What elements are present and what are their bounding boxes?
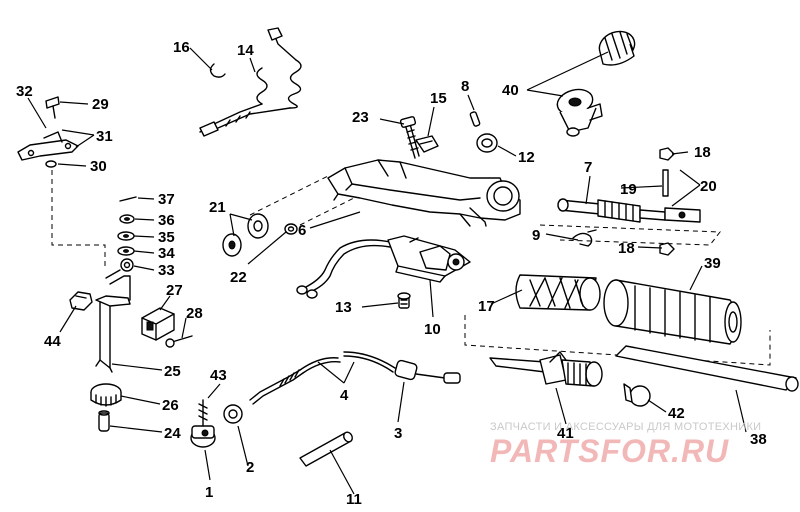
callout-25: 25: [164, 363, 181, 380]
callout-2: 2: [246, 459, 254, 476]
callout-1: 1: [205, 484, 213, 501]
watermark-tagline: ЗАПЧАСТИ И АКСЕССУАРЫ ДЛЯ МОТОТЕХНИКИ: [490, 421, 761, 433]
callout-43: 43: [210, 367, 227, 384]
callout-28: 28: [186, 305, 203, 322]
callout-15: 15: [430, 90, 447, 107]
callout-44: 44: [44, 333, 61, 350]
part-40-throttle-grip-parts: [556, 30, 636, 137]
part-11-pin: [299, 431, 353, 467]
watermark-brand: PARTSFOR.RU: [490, 433, 729, 469]
part-19-pin: [662, 169, 669, 197]
callout-37: 37: [158, 191, 175, 208]
part-22-nut: [284, 223, 298, 235]
part-30-washer: [45, 160, 57, 168]
part-26-gear: [90, 383, 122, 407]
part-4-control-cable: [249, 351, 396, 405]
part-8-pin: [469, 111, 481, 127]
part-24-spacer: [98, 410, 110, 432]
part-6-tiller-arm: [327, 159, 521, 227]
callout-22: 22: [230, 269, 247, 286]
part-7-throttle-shaft: [557, 198, 701, 223]
part-29-screw: [45, 96, 60, 119]
callout-11: 11: [346, 491, 362, 508]
callout-24: 24: [164, 425, 181, 442]
part-16-clip: [209, 63, 226, 78]
callout-40: 40: [502, 82, 519, 99]
callout-32: 32: [16, 83, 33, 100]
part-12-bushing: [476, 133, 498, 153]
part-25-shift-lever: [95, 269, 131, 373]
part-35-washer: [117, 231, 135, 241]
part-9-spring-clip: [572, 229, 597, 247]
part-44-clip: [69, 291, 93, 311]
leader-lines: [27, 47, 747, 495]
part-13-screw: [397, 292, 411, 309]
callout-10: 10: [424, 321, 441, 338]
part-14-kill-switch-lanyard: [199, 27, 302, 137]
callout-27: 27: [166, 282, 183, 299]
callout-29: 29: [92, 96, 109, 113]
part-23-bolt: [399, 116, 420, 159]
callout-35: 35: [158, 229, 175, 246]
part-17-grip-insert: [515, 274, 601, 311]
part-3-cable-end: [394, 359, 461, 384]
part-42-plug: [623, 383, 651, 407]
callout-36: 36: [158, 212, 175, 229]
part-15-plate: [415, 135, 439, 153]
part-41-friction-adjuster: [489, 351, 603, 387]
part-31-bracket: [17, 131, 79, 161]
callout-21: 21: [209, 199, 226, 216]
part-39-throttle-grip: [603, 279, 742, 345]
callout-labels: 1 2 3 4 6 7 8 9 10 11 12 13 14 15 16 17 …: [16, 39, 767, 508]
callout-30: 30: [90, 158, 107, 175]
callout-42: 42: [668, 405, 685, 422]
part-1-lever-knob: [190, 425, 216, 448]
callout-14: 14: [237, 42, 254, 59]
callout-33: 33: [158, 262, 175, 279]
callout-19: 19: [620, 181, 637, 198]
callout-3: 3: [394, 425, 402, 442]
callout-12: 12: [518, 149, 535, 166]
switch-wires: [296, 239, 391, 299]
callout-34: 34: [158, 245, 175, 262]
part-38-tube: [615, 345, 799, 392]
callout-18b: 18: [618, 240, 635, 257]
callout-6: 6: [298, 222, 306, 239]
part-2-bushing: [223, 404, 243, 424]
part-37-pin: [119, 196, 137, 202]
part-21-washer: [222, 213, 269, 257]
part-28-screw: [165, 335, 193, 348]
callout-26: 26: [162, 397, 179, 414]
part-27-block: [141, 307, 175, 341]
callout-31: 31: [96, 128, 113, 145]
part-18-nut: [659, 147, 675, 256]
callout-16: 16: [173, 39, 190, 56]
callout-20: 20: [700, 178, 717, 195]
part-33-nut: [120, 258, 134, 272]
part-43-stud: [198, 399, 208, 427]
part-34-washer: [117, 246, 135, 256]
callout-9: 9: [532, 227, 540, 244]
callout-8: 8: [461, 78, 469, 95]
callout-18a: 18: [694, 144, 711, 161]
callout-39: 39: [704, 255, 721, 272]
watermark: ЗАПЧАСТИ И АКСЕССУАРЫ ДЛЯ МОТОТЕХНИКИ PA…: [490, 421, 761, 469]
callout-7: 7: [584, 159, 592, 176]
callout-4: 4: [340, 387, 349, 404]
callout-38: 38: [750, 431, 767, 448]
callout-41: 41: [557, 425, 574, 442]
callout-17: 17: [478, 298, 495, 315]
part-10-switch-assembly: [387, 235, 471, 283]
callout-23: 23: [352, 109, 369, 126]
part-36-washer: [119, 214, 135, 224]
callout-13: 13: [335, 299, 352, 316]
